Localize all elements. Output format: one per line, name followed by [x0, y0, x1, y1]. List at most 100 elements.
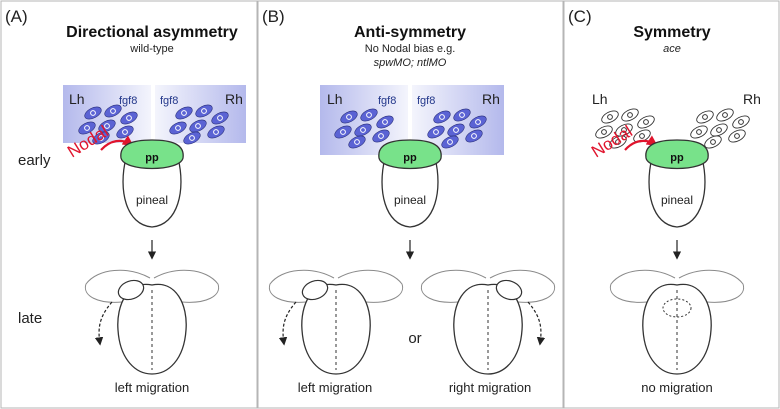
panel-c-pp-label: pp [670, 152, 684, 164]
cell-nucleus [201, 108, 207, 114]
panel-a-subtitle: wild-type [129, 43, 173, 55]
panel-b-right-brain-left-lobe [420, 269, 487, 303]
panel-b-left-brain-pineal [301, 283, 371, 375]
panel-c-right-habenula-cells [690, 108, 750, 149]
row-label-early: early [18, 152, 51, 169]
panel-b-left-habenula-cells [334, 108, 394, 149]
panel-b-frame [257, 0, 564, 409]
panel-a: (A) Directional asymmetry wild-type Lh f… [5, 7, 246, 395]
cell-nucleus [447, 139, 453, 145]
panel-a-migration-arrow [94, 301, 113, 346]
cell-nucleus [122, 129, 128, 135]
cell-nucleus [627, 112, 633, 118]
panel-c-right-lobe [678, 269, 745, 303]
cell-nucleus [90, 110, 96, 116]
panel-b-right-habenula-cells [427, 108, 487, 149]
panel-a-migrated-pp [117, 279, 145, 301]
cell-nucleus [110, 108, 116, 114]
panel-b-lh: Lh [327, 91, 343, 107]
panel-b-pineal-label: pineal [394, 193, 426, 207]
cell-nucleus [126, 115, 132, 121]
panel-b-migration-right-label: right migration [449, 380, 531, 395]
panel-b-title: Anti-symmetry [354, 24, 466, 41]
panel-b-late-brain-left [268, 269, 404, 375]
panel-c-pineal-late [642, 283, 712, 375]
cell-nucleus [346, 114, 352, 120]
panel-b-late-brain-right [420, 269, 556, 375]
panel-a-right-habenula-cells [169, 104, 229, 145]
cell-nucleus [354, 139, 360, 145]
panel-b-migration-left-label: left migration [298, 380, 372, 395]
panel-c-pineal [648, 157, 706, 228]
panel-a-rh: Rh [225, 91, 243, 107]
panel-b-left-brain-pp [301, 279, 329, 301]
panel-b-fgf8-right: fgf8 [417, 95, 435, 107]
cell-nucleus [366, 112, 372, 118]
cell-nucleus [98, 135, 104, 141]
panel-b-left-brain-left-lobe [268, 269, 335, 303]
panel-c: (C) Symmetry ace Lh Rh Nodal pp pineal n… [568, 7, 761, 395]
cell-nucleus [217, 115, 223, 121]
panel-a-late-brain [84, 269, 220, 375]
cell-nucleus [601, 129, 607, 135]
cell-nucleus [716, 127, 722, 133]
cell-nucleus [615, 139, 621, 145]
panel-b-left-migration-arrow [278, 301, 297, 346]
panel-b-right-migration-arrow [527, 301, 546, 346]
cell-nucleus [382, 119, 388, 125]
cell-nucleus [195, 123, 201, 129]
panel-a-pp [120, 139, 184, 170]
cell-nucleus [702, 114, 708, 120]
cell-nucleus [104, 123, 110, 129]
cell-nucleus [722, 112, 728, 118]
cell-nucleus [189, 135, 195, 141]
panel-a-migration-label: left migration [115, 380, 189, 395]
cell-nucleus [378, 133, 384, 139]
panel-b-left-brain-right-lobe [337, 269, 404, 303]
panel-a-fgf8-left: fgf8 [119, 95, 137, 107]
cell-nucleus [639, 133, 645, 139]
panel-b-subtitle: No Nodal bias e.g. [365, 43, 456, 55]
cell-nucleus [621, 127, 627, 133]
panel-b-pp-label: pp [403, 152, 417, 164]
panel-c-lh: Lh [592, 91, 608, 107]
panel-a-pineal [122, 157, 182, 228]
panel-b-pineal [381, 157, 439, 228]
panel-c-title: Symmetry [633, 24, 710, 41]
panel-a-lh: Lh [69, 91, 85, 107]
panel-a-left-habenula-cells [78, 104, 138, 145]
panel-c-migration-label: no migration [641, 380, 713, 395]
panel-c-central-pp [662, 298, 692, 318]
panel-a-left-lobe [84, 269, 151, 303]
cell-nucleus [175, 125, 181, 131]
panel-a-pineal-label: pineal [136, 193, 168, 207]
panel-c-frame [563, 0, 780, 409]
cell-nucleus [433, 129, 439, 135]
cell-nucleus [710, 139, 716, 145]
panel-c-late-brain [609, 269, 745, 375]
panel-c-subtitle: ace [663, 43, 681, 55]
cell-nucleus [181, 110, 187, 116]
panel-a-fgf8-right: fgf8 [160, 95, 178, 107]
panel-b-label: (B) [262, 7, 285, 26]
panel-b-fgf8-left: fgf8 [378, 95, 396, 107]
row-label-late: late [18, 310, 42, 327]
cell-nucleus [475, 119, 481, 125]
panel-b-rh: Rh [482, 91, 500, 107]
panel-a-frame [0, 0, 258, 409]
cell-nucleus [607, 114, 613, 120]
cell-nucleus [84, 125, 90, 131]
panel-b-right-brain-pineal [453, 283, 523, 375]
cell-nucleus [360, 127, 366, 133]
cell-nucleus [643, 119, 649, 125]
panel-c-label: (C) [568, 7, 592, 26]
cell-nucleus [696, 129, 702, 135]
panel-a-right-lobe [153, 269, 220, 303]
panel-a-pineal-late [117, 283, 187, 375]
panel-b-right-brain-pp [495, 279, 523, 301]
panel-a-pp-label: pp [145, 152, 159, 164]
panel-b-pp [378, 139, 442, 170]
panel-c-pineal-label: pineal [661, 193, 693, 207]
cell-nucleus [453, 127, 459, 133]
